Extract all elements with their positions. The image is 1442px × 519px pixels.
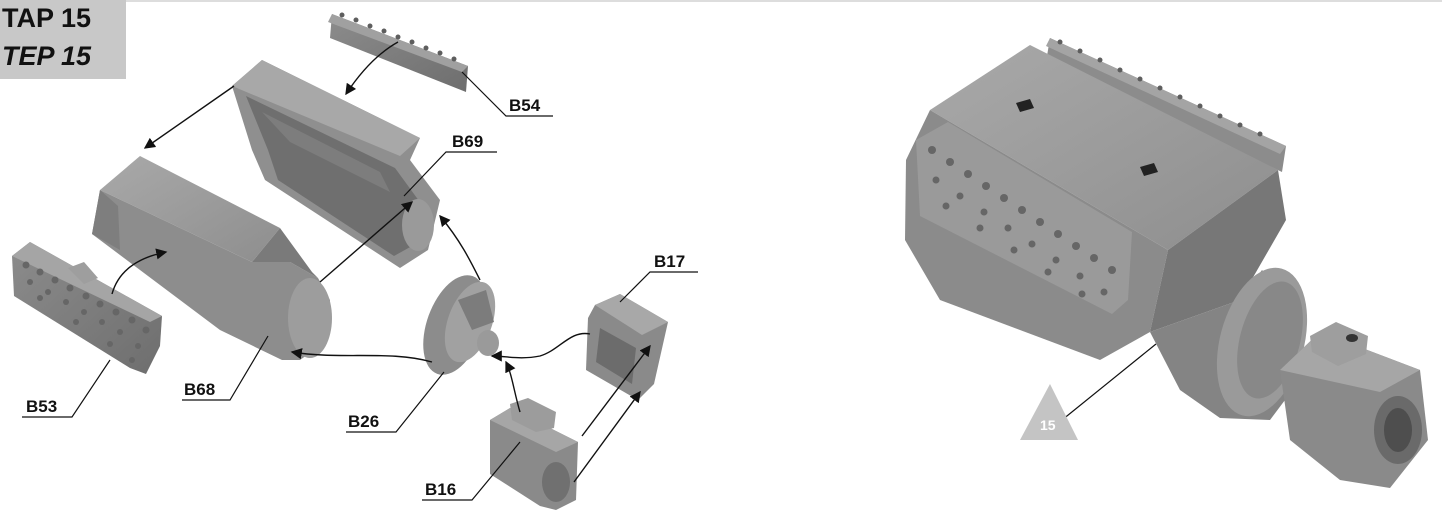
label-b17: B17 [654,252,685,271]
label-b54: B54 [509,96,541,115]
label-b26: B26 [348,412,379,431]
step-header: TAP 15 TEP 15 [0,0,126,79]
label-b69: B69 [452,132,483,151]
callout-leaders [22,71,698,501]
label-b68: B68 [184,380,215,399]
step-title: TAP 15 [2,3,92,33]
part-b68 [92,156,332,360]
part-b69 [232,60,440,268]
assembly-arrows [111,41,651,483]
part-b26 [423,275,499,375]
step-marker-number: 15 [1040,417,1056,433]
part-b53 [12,242,162,374]
label-b53: B53 [26,397,57,416]
part-b17 [586,294,668,400]
part-b16 [490,398,578,510]
part-b54 [328,12,468,92]
step-subtitle: TEP 15 [2,41,92,71]
label-b16: B16 [425,480,456,499]
step-marker-triangle [1020,384,1078,440]
assembled-model [905,38,1428,488]
